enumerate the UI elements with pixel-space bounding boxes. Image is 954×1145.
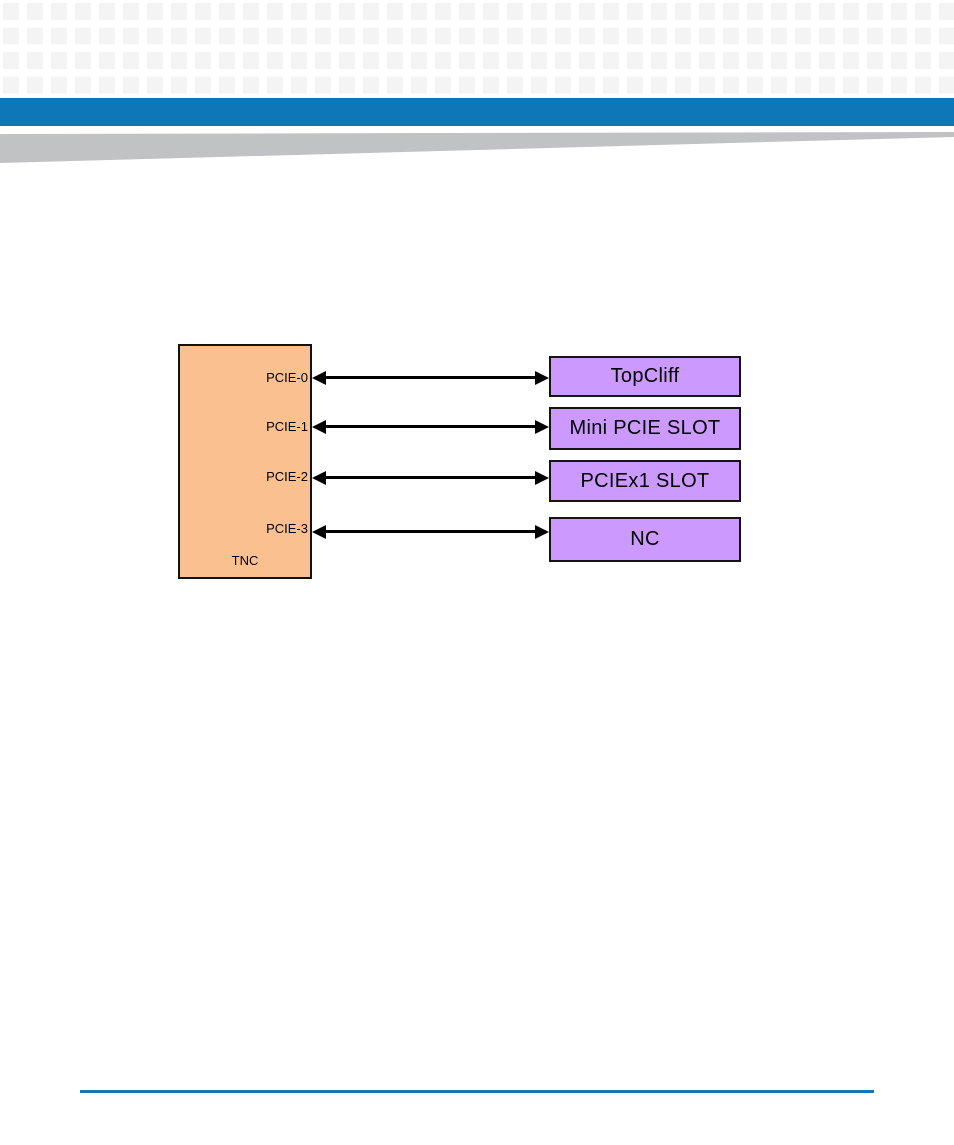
- arrowhead-right-icon: [535, 371, 549, 385]
- port-label-pcie-3: PCIE-3: [266, 521, 308, 536]
- arrow-shaft: [320, 476, 541, 479]
- target-box-topcliff: TopCliff: [549, 356, 741, 397]
- arrowhead-right-icon: [535, 420, 549, 434]
- connector-pcie-0: [312, 370, 549, 386]
- port-label-pcie-0: PCIE-0: [266, 370, 308, 385]
- target-box-mini-pcie-slot: Mini PCIE SLOT: [549, 407, 741, 450]
- arrowhead-left-icon: [312, 420, 326, 434]
- arrow-shaft: [320, 425, 541, 428]
- arrowhead-right-icon: [535, 471, 549, 485]
- tnc-chip-label: TNC: [231, 553, 259, 568]
- arrowhead-left-icon: [312, 371, 326, 385]
- arrowhead-left-icon: [312, 525, 326, 539]
- connector-pcie-1: [312, 419, 549, 435]
- port-label-pcie-2: PCIE-2: [266, 469, 308, 484]
- target-box-nc: NC: [549, 517, 741, 562]
- arrowhead-right-icon: [535, 525, 549, 539]
- arrow-shaft: [320, 376, 541, 379]
- target-box-pciex1-slot: PCIEx1 SLOT: [549, 460, 741, 502]
- footer-rule: [80, 1090, 874, 1093]
- arrowhead-left-icon: [312, 471, 326, 485]
- tnc-chip-box: [178, 344, 312, 579]
- arrow-shaft: [320, 530, 541, 533]
- connector-pcie-3: [312, 524, 549, 540]
- port-label-pcie-1: PCIE-1: [266, 419, 308, 434]
- header-blue-bar: [0, 98, 954, 126]
- header-square-pattern: [0, 0, 954, 97]
- connector-pcie-2: [312, 470, 549, 486]
